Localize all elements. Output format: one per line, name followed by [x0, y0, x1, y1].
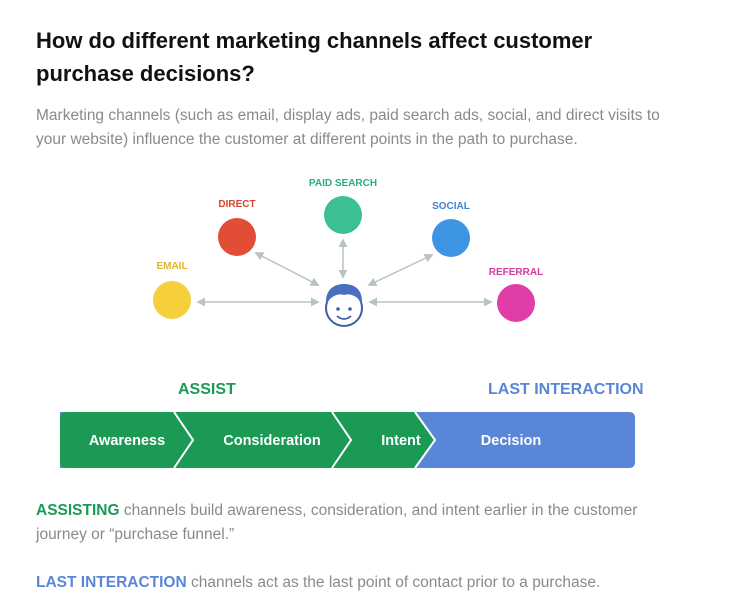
assisting-text: channels build awareness, consideration,…: [36, 502, 638, 543]
channel-paid-search: PAID SEARCH: [309, 178, 377, 234]
last-interaction-paragraph: LAST INTERACTION channels act as the las…: [36, 571, 686, 595]
step-consideration: Consideration: [223, 433, 320, 449]
chevron-divider-1: [173, 412, 195, 469]
arrow-direct: [254, 252, 320, 286]
page-title: How do different marketing channels affe…: [36, 28, 593, 86]
social-label: SOCIAL: [432, 201, 470, 212]
paid-search-label: PAID SEARCH: [309, 178, 377, 189]
assisting-keyword: ASSISTING: [36, 502, 120, 519]
direct-label: DIRECT: [218, 199, 255, 210]
step-intent: Intent: [381, 433, 421, 449]
step-decision: Decision: [481, 433, 541, 449]
channel-email: EMAIL: [153, 261, 191, 319]
channel-referral: REFERRAL: [489, 267, 543, 322]
referral-dot: [497, 284, 535, 322]
social-dot: [432, 219, 470, 257]
last-interaction-text: channels act as the last point of contac…: [186, 574, 601, 591]
assist-label: ASSIST: [178, 381, 236, 398]
purchase-funnel: Awareness Consideration Intent Decision: [60, 412, 635, 469]
channels-diagram: EMAIL DIRECT PAID SEARCH SOCIAL REFERRAL: [153, 178, 543, 327]
direct-dot: [218, 218, 256, 256]
chevron-divider-2: [331, 412, 353, 469]
step-awareness: Awareness: [89, 433, 165, 449]
channel-social: SOCIAL: [432, 201, 470, 257]
email-label: EMAIL: [156, 261, 187, 272]
chevron-divider-3: [414, 412, 437, 469]
customer-face-icon: [325, 284, 363, 327]
email-dot: [153, 281, 191, 319]
intro-text: Marketing channels (such as email, displ…: [36, 107, 660, 148]
channel-direct: DIRECT: [218, 199, 256, 256]
assisting-paragraph: ASSISTING channels build awareness, cons…: [36, 499, 686, 547]
last-interaction-label: LAST INTERACTION: [488, 381, 644, 398]
referral-label: REFERRAL: [489, 267, 543, 278]
paid-search-dot: [324, 196, 362, 234]
arrow-social: [367, 254, 434, 286]
last-interaction-keyword: LAST INTERACTION: [36, 574, 187, 591]
